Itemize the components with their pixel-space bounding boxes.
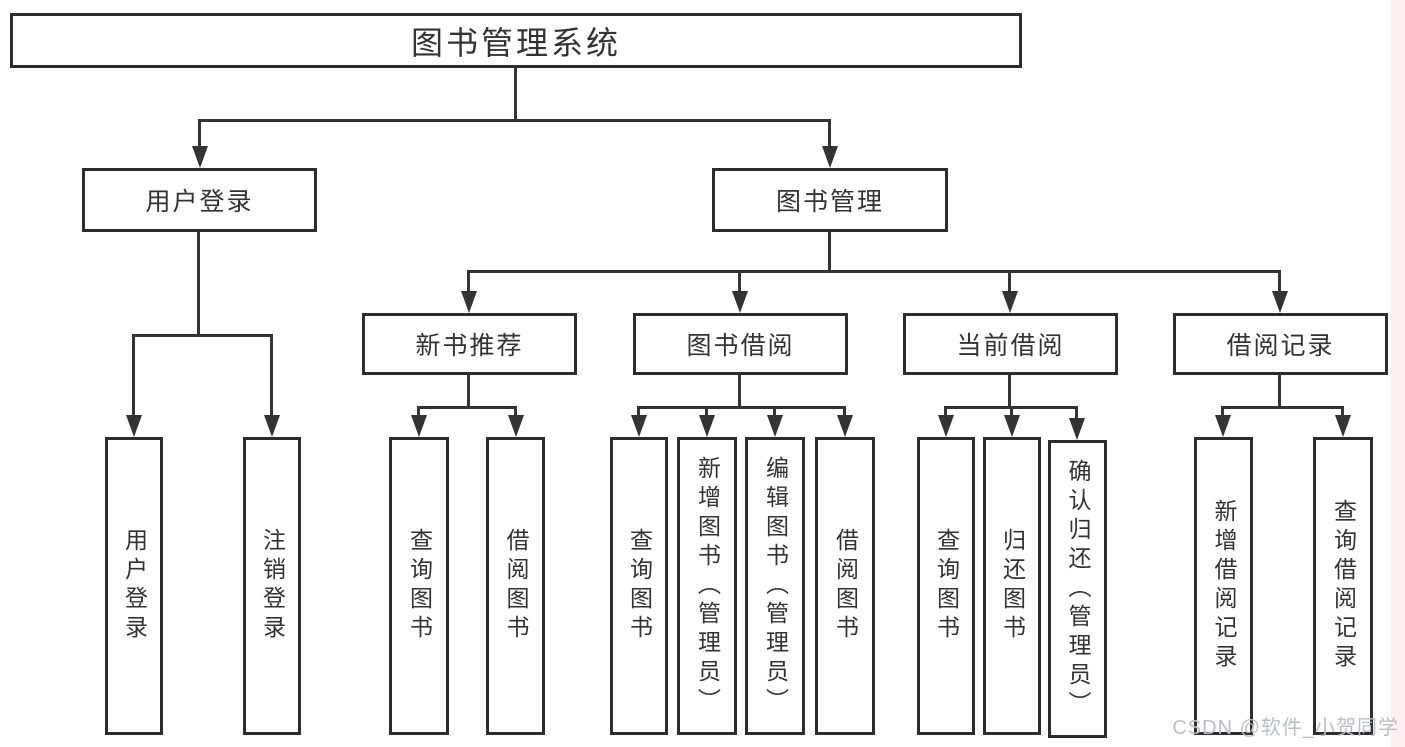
connector-line [1278, 375, 1281, 409]
connector-line [467, 270, 1281, 273]
connector-line [637, 406, 640, 417]
node-root-label: 图书管理系统 [410, 24, 621, 61]
node-bb-query-book: 查询图书 [610, 437, 668, 735]
connector-line [1008, 375, 1011, 409]
node-bb-add-book-label: 新增图书（管理员） [694, 455, 721, 717]
connector-line [1075, 406, 1078, 420]
connector-line [843, 406, 846, 417]
node-borrow-record-label: 借阅记录 [1226, 332, 1335, 360]
node-bb-query-book-label: 查询图书 [626, 528, 653, 644]
node-current-borrow: 当前借阅 [903, 313, 1118, 375]
node-nb-query-book: 查询图书 [389, 437, 449, 735]
node-new-book-recommend-label: 新书推荐 [415, 332, 524, 360]
node-book-borrow-label: 图书借阅 [686, 332, 795, 360]
connector-line [467, 270, 470, 293]
node-book-management-label: 图书管理 [775, 188, 884, 216]
node-cb-confirm-return-label: 确认归还（管理员） [1065, 458, 1091, 720]
connector-line [1341, 406, 1344, 417]
node-new-book-recommend: 新书推荐 [362, 313, 577, 375]
node-nb-borrow-book: 借阅图书 [486, 437, 545, 735]
arrowhead-icon [1002, 291, 1018, 313]
node-book-management: 图书管理 [712, 168, 948, 232]
connector-line [705, 406, 708, 417]
right-edge-tint [1390, 0, 1405, 747]
connector-line [514, 406, 517, 417]
node-leaf-user-login: 用户登录 [105, 437, 163, 735]
node-bb-edit-book-label: 编辑图书（管理员） [762, 455, 789, 717]
node-bb-borrow-book: 借阅图书 [815, 437, 875, 735]
connector-line [828, 232, 831, 273]
node-user-login-label: 用户登录 [145, 188, 254, 216]
arrowhead-icon [1004, 415, 1020, 437]
connector-line [270, 334, 273, 417]
node-leaf-user-login-label: 用户登录 [121, 528, 148, 644]
arrowhead-icon [631, 415, 647, 437]
node-nb-query-book-label: 查询图书 [406, 528, 433, 644]
node-bb-add-book: 新增图书（管理员） [677, 437, 737, 735]
node-book-borrow: 图书借阅 [633, 313, 848, 375]
node-current-borrow-label: 当前借阅 [956, 332, 1065, 360]
arrowhead-icon [822, 146, 838, 168]
node-br-add-record: 新增借阅记录 [1194, 437, 1253, 735]
node-bb-borrow-book-label: 借阅图书 [832, 528, 859, 644]
connector-line [198, 119, 201, 148]
connector-line [828, 119, 831, 148]
connector-line [1278, 270, 1281, 293]
node-leaf-logout-label: 注销登录 [259, 528, 286, 644]
connector-line [738, 270, 741, 293]
connector-line [198, 119, 831, 122]
arrowhead-icon [264, 415, 280, 437]
arrowhead-icon [126, 415, 142, 437]
arrowhead-icon [1335, 415, 1351, 437]
connector-line [467, 375, 470, 409]
arrowhead-icon [1272, 291, 1288, 313]
node-nb-borrow-book-label: 借阅图书 [503, 528, 529, 644]
connector-line [132, 334, 273, 337]
connector-line [132, 334, 135, 417]
node-cb-return-book-label: 归还图书 [999, 528, 1026, 644]
node-leaf-logout: 注销登录 [243, 437, 301, 735]
arrowhead-icon [699, 415, 715, 437]
connector-line [417, 406, 517, 409]
connector-line [1008, 270, 1011, 293]
node-cb-return-book: 归还图书 [983, 437, 1041, 735]
node-cb-query-book-label: 查询图书 [933, 528, 960, 644]
arrowhead-icon [1069, 418, 1085, 440]
connector-line [944, 406, 947, 417]
node-borrow-record: 借阅记录 [1173, 313, 1388, 375]
arrowhead-icon [837, 415, 853, 437]
node-br-add-record-label: 新增借阅记录 [1211, 499, 1237, 673]
node-br-query-record: 查询借阅记录 [1313, 437, 1373, 735]
connector-line [738, 375, 741, 409]
node-bb-edit-book: 编辑图书（管理员） [745, 437, 805, 735]
connector-line [637, 406, 846, 409]
connector-line [1221, 406, 1344, 409]
arrowhead-icon [192, 146, 208, 168]
arrowhead-icon [411, 415, 427, 437]
node-user-login: 用户登录 [82, 168, 317, 232]
node-root: 图书管理系统 [10, 13, 1022, 68]
arrowhead-icon [938, 415, 954, 437]
connector-line [1010, 406, 1013, 417]
connector-line [514, 68, 517, 122]
arrowhead-icon [461, 291, 477, 313]
arrowhead-icon [508, 415, 524, 437]
node-br-query-record-label: 查询借阅记录 [1330, 499, 1357, 673]
arrowhead-icon [732, 291, 748, 313]
connector-line [773, 406, 776, 417]
arrowhead-icon [1215, 415, 1231, 437]
connector-line [417, 406, 420, 417]
csdn-watermark: CSDN @软件_小贺同学 [1172, 717, 1399, 739]
connector-line [1221, 406, 1224, 417]
node-cb-confirm-return: 确认归还（管理员） [1048, 440, 1107, 738]
arrowhead-icon [767, 415, 783, 437]
node-cb-query-book: 查询图书 [917, 437, 975, 735]
connector-line [197, 232, 200, 337]
